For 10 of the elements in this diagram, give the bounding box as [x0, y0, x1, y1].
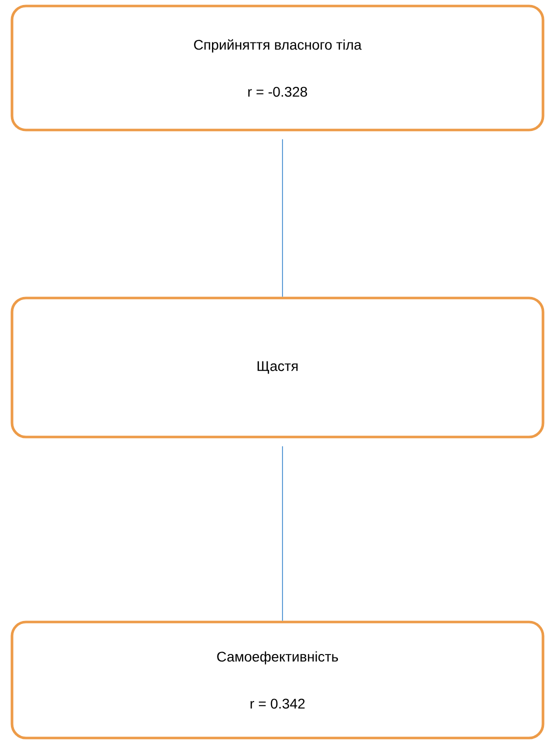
connector-line — [282, 138, 283, 298]
box-text: Самоефективність — [217, 651, 338, 664]
box-text: Щастя — [258, 361, 298, 374]
rounded-box — [10, 4, 544, 132]
box-text: Сприйняття власного тіла — [194, 39, 362, 53]
rounded-box — [10, 296, 544, 438]
connector-line — [282, 446, 283, 622]
rounded-box — [10, 620, 544, 740]
box-text: r = -0.328 — [248, 86, 308, 97]
box-text: r = 0.342 — [250, 698, 305, 709]
